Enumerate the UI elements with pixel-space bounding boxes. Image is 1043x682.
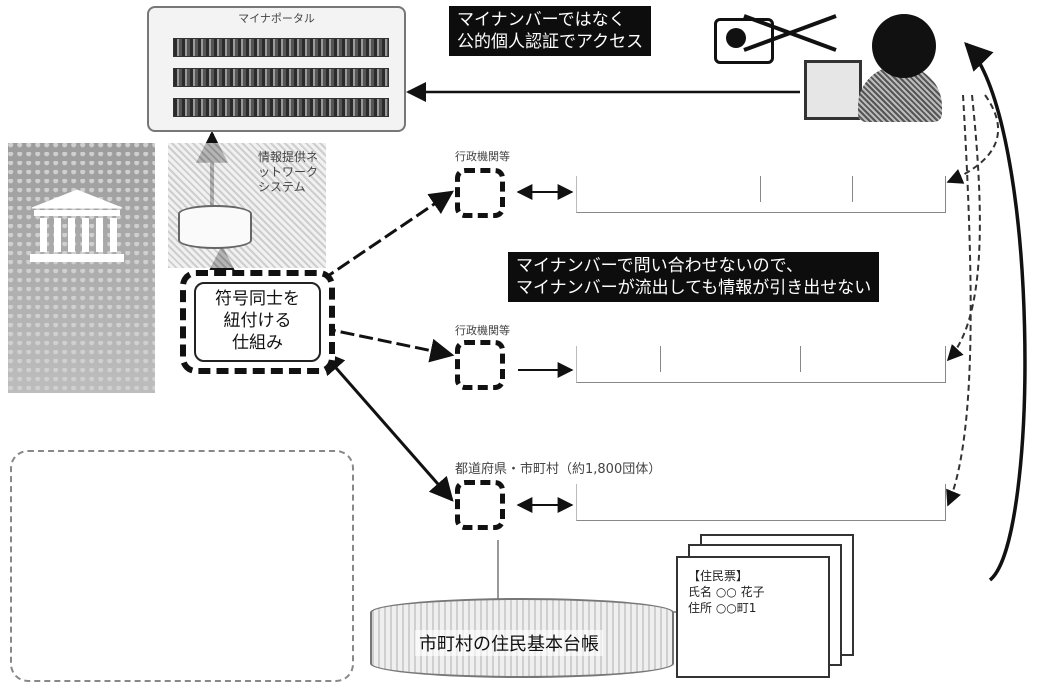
top-callout: マイナンバーではなく 公的個人認証でアクセス [449, 6, 651, 56]
middle-callout-line2: マイナンバーが流出しても情報が引き出せない [516, 277, 871, 299]
computer-icon [804, 60, 862, 120]
portal-row [173, 68, 389, 87]
municipality-record [576, 484, 946, 521]
resident-registry-label: 市町村の住民基本台帳 [415, 630, 603, 656]
record-divider [800, 346, 801, 372]
return-arrow [966, 44, 1025, 580]
top-callout-line1: マイナンバーではなく [457, 9, 643, 31]
certificate-line2: 氏名 ○○ 花子 [688, 584, 765, 600]
agency-code-node [455, 340, 505, 390]
agency-title: 行政機関等 [455, 322, 510, 338]
link-arrow-agency-2 [322, 328, 452, 355]
certificate-line1: 【住民票】 [688, 568, 765, 584]
record-divider [852, 176, 853, 202]
lower-dashed-region [10, 450, 354, 682]
middle-callout: マイナンバーで問い合わせないので、 マイナンバーが流出しても情報が引き出せない [508, 252, 879, 302]
person-icon [872, 14, 936, 78]
request-arrow-3 [948, 95, 971, 505]
request-arrow-2 [948, 95, 980, 360]
code-linking-mechanism: 符号同士を 紐付ける 仕組み [180, 270, 335, 374]
portal-row [173, 98, 389, 117]
linker-line2: 紐付ける [196, 310, 319, 332]
portal-row [173, 38, 389, 57]
municipality-title: 都道府県・市町村（約1,800団体） [455, 458, 661, 477]
linker-line3: 仕組み [196, 332, 319, 354]
my-portal-box: マイナポータル [147, 6, 406, 132]
portal-title: マイナポータル [149, 10, 404, 26]
cross-mark-icon [742, 8, 838, 58]
record-divider [760, 176, 761, 202]
info-system-database-icon [178, 205, 252, 249]
municipality-code-node [455, 480, 505, 530]
agency-record [576, 346, 946, 383]
certificate-line3: 住所 ○○町1 [688, 600, 765, 616]
info-system-label: 情報提供ネットワークシステム [258, 150, 328, 195]
linker-label: 符号同士を 紐付ける 仕組み [194, 282, 321, 362]
agency-record [576, 176, 946, 213]
residence-certificate: 【住民票】 氏名 ○○ 花子 住所 ○○町1 [676, 556, 830, 678]
government-panel [8, 143, 155, 393]
middle-callout-line1: マイナンバーで問い合わせないので、 [516, 255, 871, 277]
link-arrow-agency-1 [322, 192, 452, 280]
agency-title: 行政機関等 [455, 148, 510, 164]
agency-code-node [455, 168, 505, 218]
government-building-icon [28, 186, 126, 266]
record-divider [660, 346, 661, 372]
linker-line1: 符号同士を [196, 288, 319, 310]
top-callout-line2: 公的個人認証でアクセス [457, 31, 643, 53]
